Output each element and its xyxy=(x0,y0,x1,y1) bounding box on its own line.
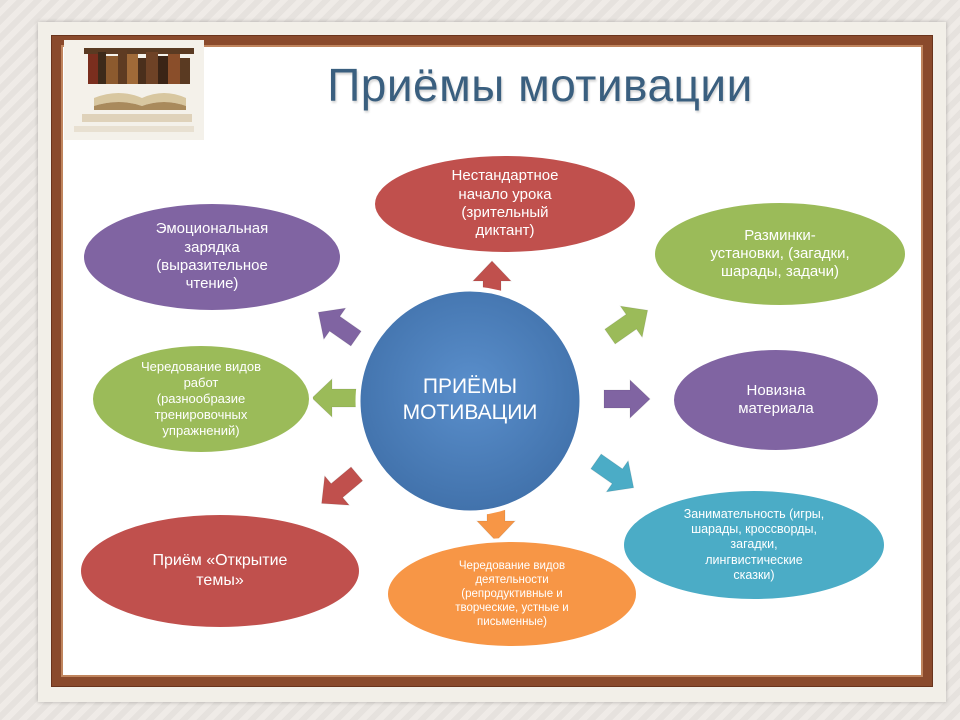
node-ellipse-novelty xyxy=(670,346,882,454)
node-ellipse-topic-discovery xyxy=(77,511,363,631)
node-label-topic-discovery: Приём «Открытие темы» xyxy=(152,552,288,589)
node-label-work-alternation: Чередование видов работ (разнообразие тр… xyxy=(140,359,262,438)
node-label-non-standard-start: Нестандартное начало урока (зрительный д… xyxy=(451,167,559,240)
slide-title: Приёмы мотивации xyxy=(327,59,753,111)
arrow-work-alternation xyxy=(311,377,359,419)
arrow-topic-discovery xyxy=(321,466,364,506)
node-label-warmups: Разминки- установки, (загадки, шарады, з… xyxy=(710,226,850,281)
books-decoration xyxy=(64,40,204,140)
center-circle xyxy=(355,286,585,516)
node-label-entertaining: Занимательность (игры, шарады, кроссворд… xyxy=(683,506,825,582)
arrow-novelty xyxy=(603,378,651,420)
node-ellipse-work-alternation xyxy=(89,342,313,456)
center-label: ПРИЁМЫ МОТИВАЦИИ xyxy=(402,374,538,424)
arrow-emotional-charge xyxy=(317,307,362,347)
node-label-novelty: Новизна материала xyxy=(738,381,814,417)
node-ellipse-activity-alternation xyxy=(384,538,640,650)
arrow-warmups xyxy=(604,305,649,345)
arrow-entertaining xyxy=(590,453,635,493)
node-ellipse-entertaining xyxy=(620,487,888,603)
node-ellipse-emotional-charge xyxy=(80,200,344,314)
node-ellipse-warmups xyxy=(651,199,909,309)
node-label-emotional-charge: Эмоциональная зарядка (выразительное чте… xyxy=(155,220,269,293)
node-label-activity-alternation: Чередование видов деятельности (репродук… xyxy=(455,559,569,629)
node-ellipse-non-standard-start xyxy=(371,152,639,256)
